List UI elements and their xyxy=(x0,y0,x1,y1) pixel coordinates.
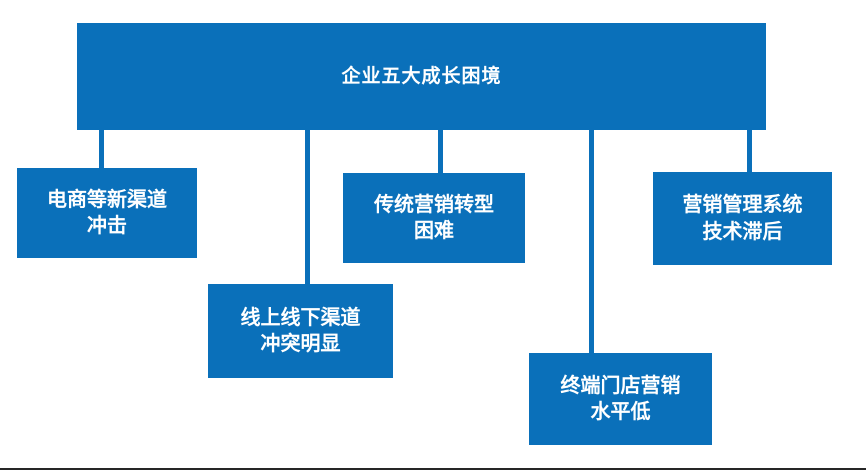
node-label-line: 传统营销转型 xyxy=(374,193,494,216)
node-label-line: 冲突明显 xyxy=(260,333,341,355)
node-label-line: 困难 xyxy=(414,220,454,242)
child-node-channel-conflict: 线上线下渠道 冲突明显 xyxy=(208,284,393,378)
root-node-five-growth-dilemmas: 企业五大成长困境 xyxy=(77,23,766,130)
node-label-line: 营销管理系统 xyxy=(682,194,803,217)
node-label-line: 电商等新渠道 xyxy=(47,188,167,211)
node-label-line: 技术滞后 xyxy=(702,220,783,243)
node-label-line: 终端门店营销 xyxy=(560,374,681,397)
connector-root-to-new-channel xyxy=(99,128,104,170)
connector-root-to-store-level xyxy=(589,128,594,355)
child-node-store-marketing-level-low: 终端门店营销 水平低 xyxy=(529,353,712,445)
child-node-new-channel-impact: 电商等新渠道 冲击 xyxy=(17,168,197,258)
node-label-line: 水平低 xyxy=(590,401,651,423)
bottom-baseline-divider xyxy=(0,468,866,470)
child-node-system-tech-lag: 营销管理系统 技术滞后 xyxy=(653,172,832,265)
node-label-line: 冲击 xyxy=(87,215,127,237)
connector-root-to-channel-conflict xyxy=(305,128,310,286)
root-node-label: 企业五大成长困境 xyxy=(341,65,502,87)
connector-root-to-system-lag xyxy=(747,128,752,174)
node-label-line: 线上线下渠道 xyxy=(240,306,361,329)
connector-root-to-marketing-transform xyxy=(438,128,443,175)
child-node-marketing-transform-difficulty: 传统营销转型 困难 xyxy=(343,173,525,263)
